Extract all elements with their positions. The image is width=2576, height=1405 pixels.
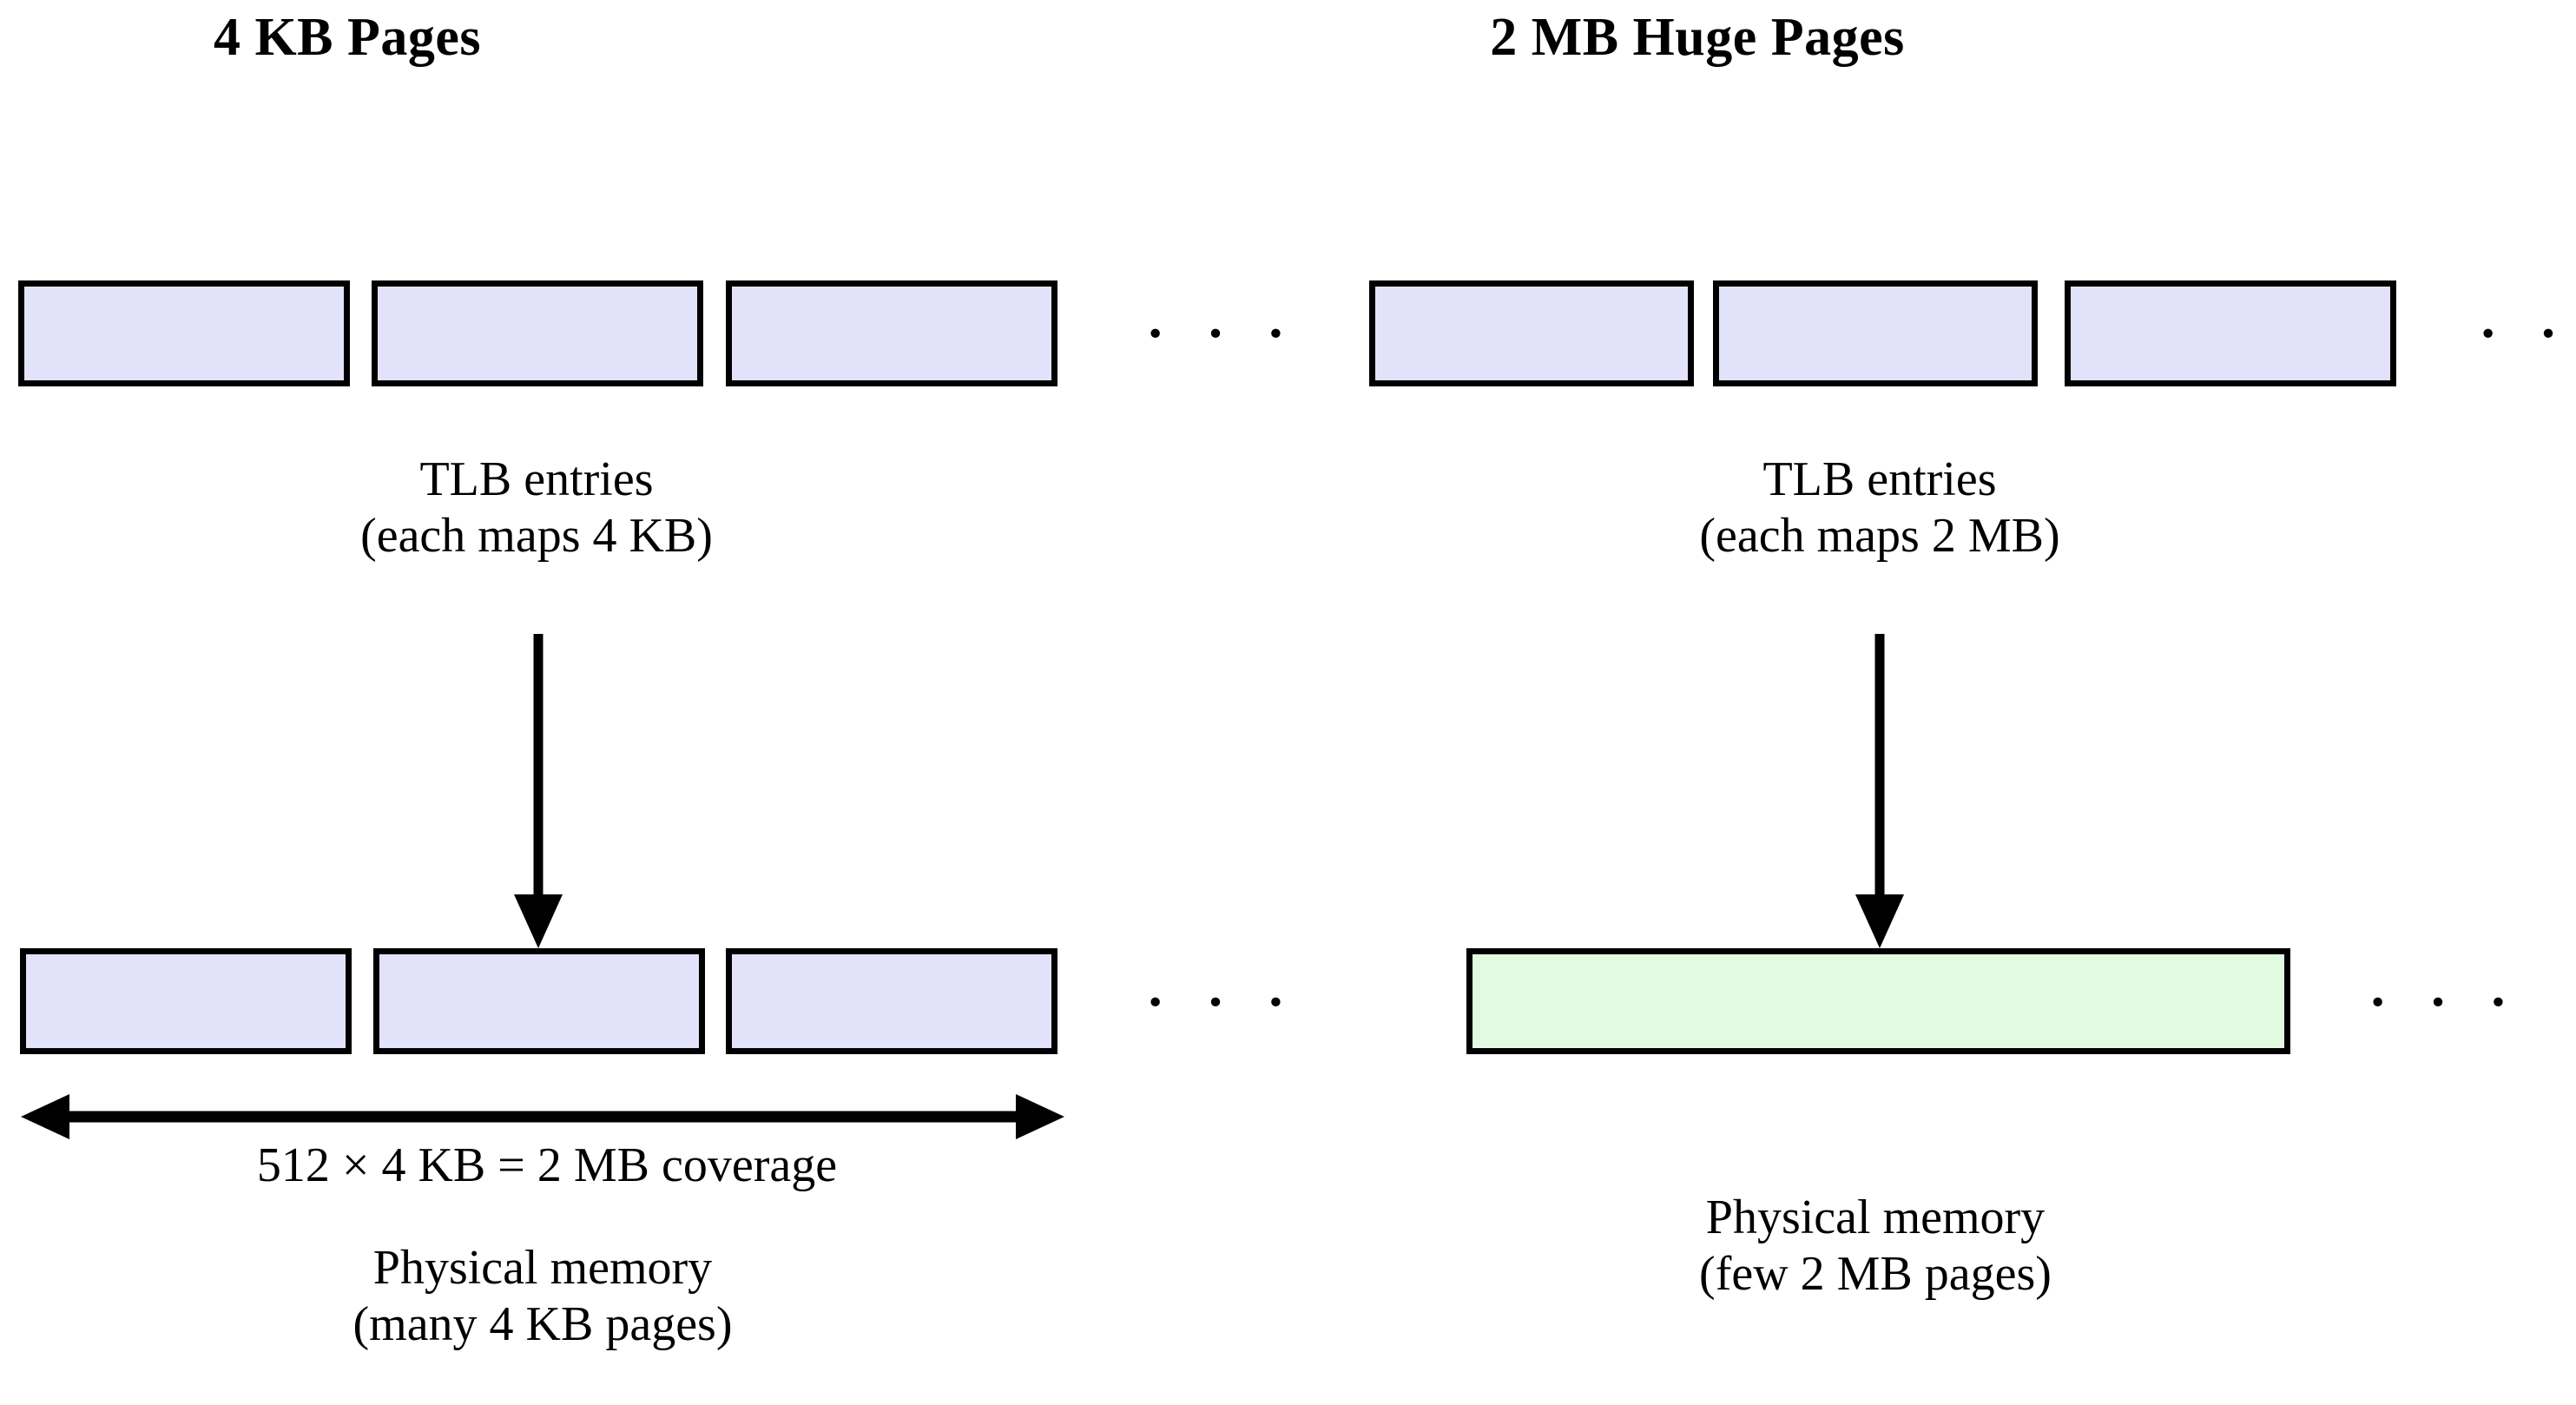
page-title-4kb: 4 KB Pages xyxy=(213,8,482,67)
tlb-entry-box-right-3 xyxy=(2065,280,2396,386)
memory-caption-left: Physical memory (many 4 KB pages) xyxy=(195,1240,890,1353)
tlb-caption-right-line2: (each maps 2 MB) xyxy=(1699,508,2060,563)
tlb-entry-box-left-3 xyxy=(726,280,1057,386)
tlb-to-memory-arrow-left xyxy=(504,634,573,951)
memory-caption-right-line2: (few 2 MB pages) xyxy=(1699,1246,2052,1301)
tlb-entry-box-right-1 xyxy=(1369,280,1694,386)
tlb-caption-left-line2: (each maps 4 KB) xyxy=(360,508,713,563)
memory-row-ellipsis-right: · · · xyxy=(2368,971,2522,1032)
coverage-span-arrow xyxy=(17,1092,1068,1141)
memory-caption-left-line1: Physical memory xyxy=(372,1241,713,1295)
memory-page-box-left-1 xyxy=(20,948,352,1054)
memory-row-ellipsis-left: · · · xyxy=(1146,971,1300,1032)
tlb-caption-right-line1: TLB entries xyxy=(1762,452,1997,506)
tlb-caption-right: TLB entries (each maps 2 MB) xyxy=(1532,452,2227,564)
page-title-2mb: 2 MB Huge Pages xyxy=(1490,8,1905,67)
memory-page-box-left-2 xyxy=(373,948,705,1054)
memory-caption-left-line2: (many 4 KB pages) xyxy=(352,1296,733,1351)
memory-page-box-left-3 xyxy=(726,948,1057,1054)
tlb-caption-left: TLB entries (each maps 4 KB) xyxy=(189,452,884,564)
tlb-entry-box-right-2 xyxy=(1713,280,2038,386)
tlb-row-ellipsis-left: · · · xyxy=(1146,302,1300,364)
tlb-row-ellipsis-right: · · · xyxy=(2479,302,2576,364)
tlb-entry-box-left-2 xyxy=(372,280,703,386)
tlb-entry-box-left-1 xyxy=(18,280,350,386)
tlb-caption-left-line1: TLB entries xyxy=(419,452,654,506)
memory-caption-right-line1: Physical memory xyxy=(1705,1191,2046,1244)
coverage-label: 512 × 4 KB = 2 MB coverage xyxy=(113,1138,981,1194)
memory-caption-right: Physical memory (few 2 MB pages) xyxy=(1528,1190,2223,1303)
tlb-to-memory-arrow-right xyxy=(1845,634,1914,951)
coverage-label-text: 512 × 4 KB = 2 MB coverage xyxy=(256,1138,838,1192)
memory-huge-page-box-right-1 xyxy=(1466,948,2290,1054)
